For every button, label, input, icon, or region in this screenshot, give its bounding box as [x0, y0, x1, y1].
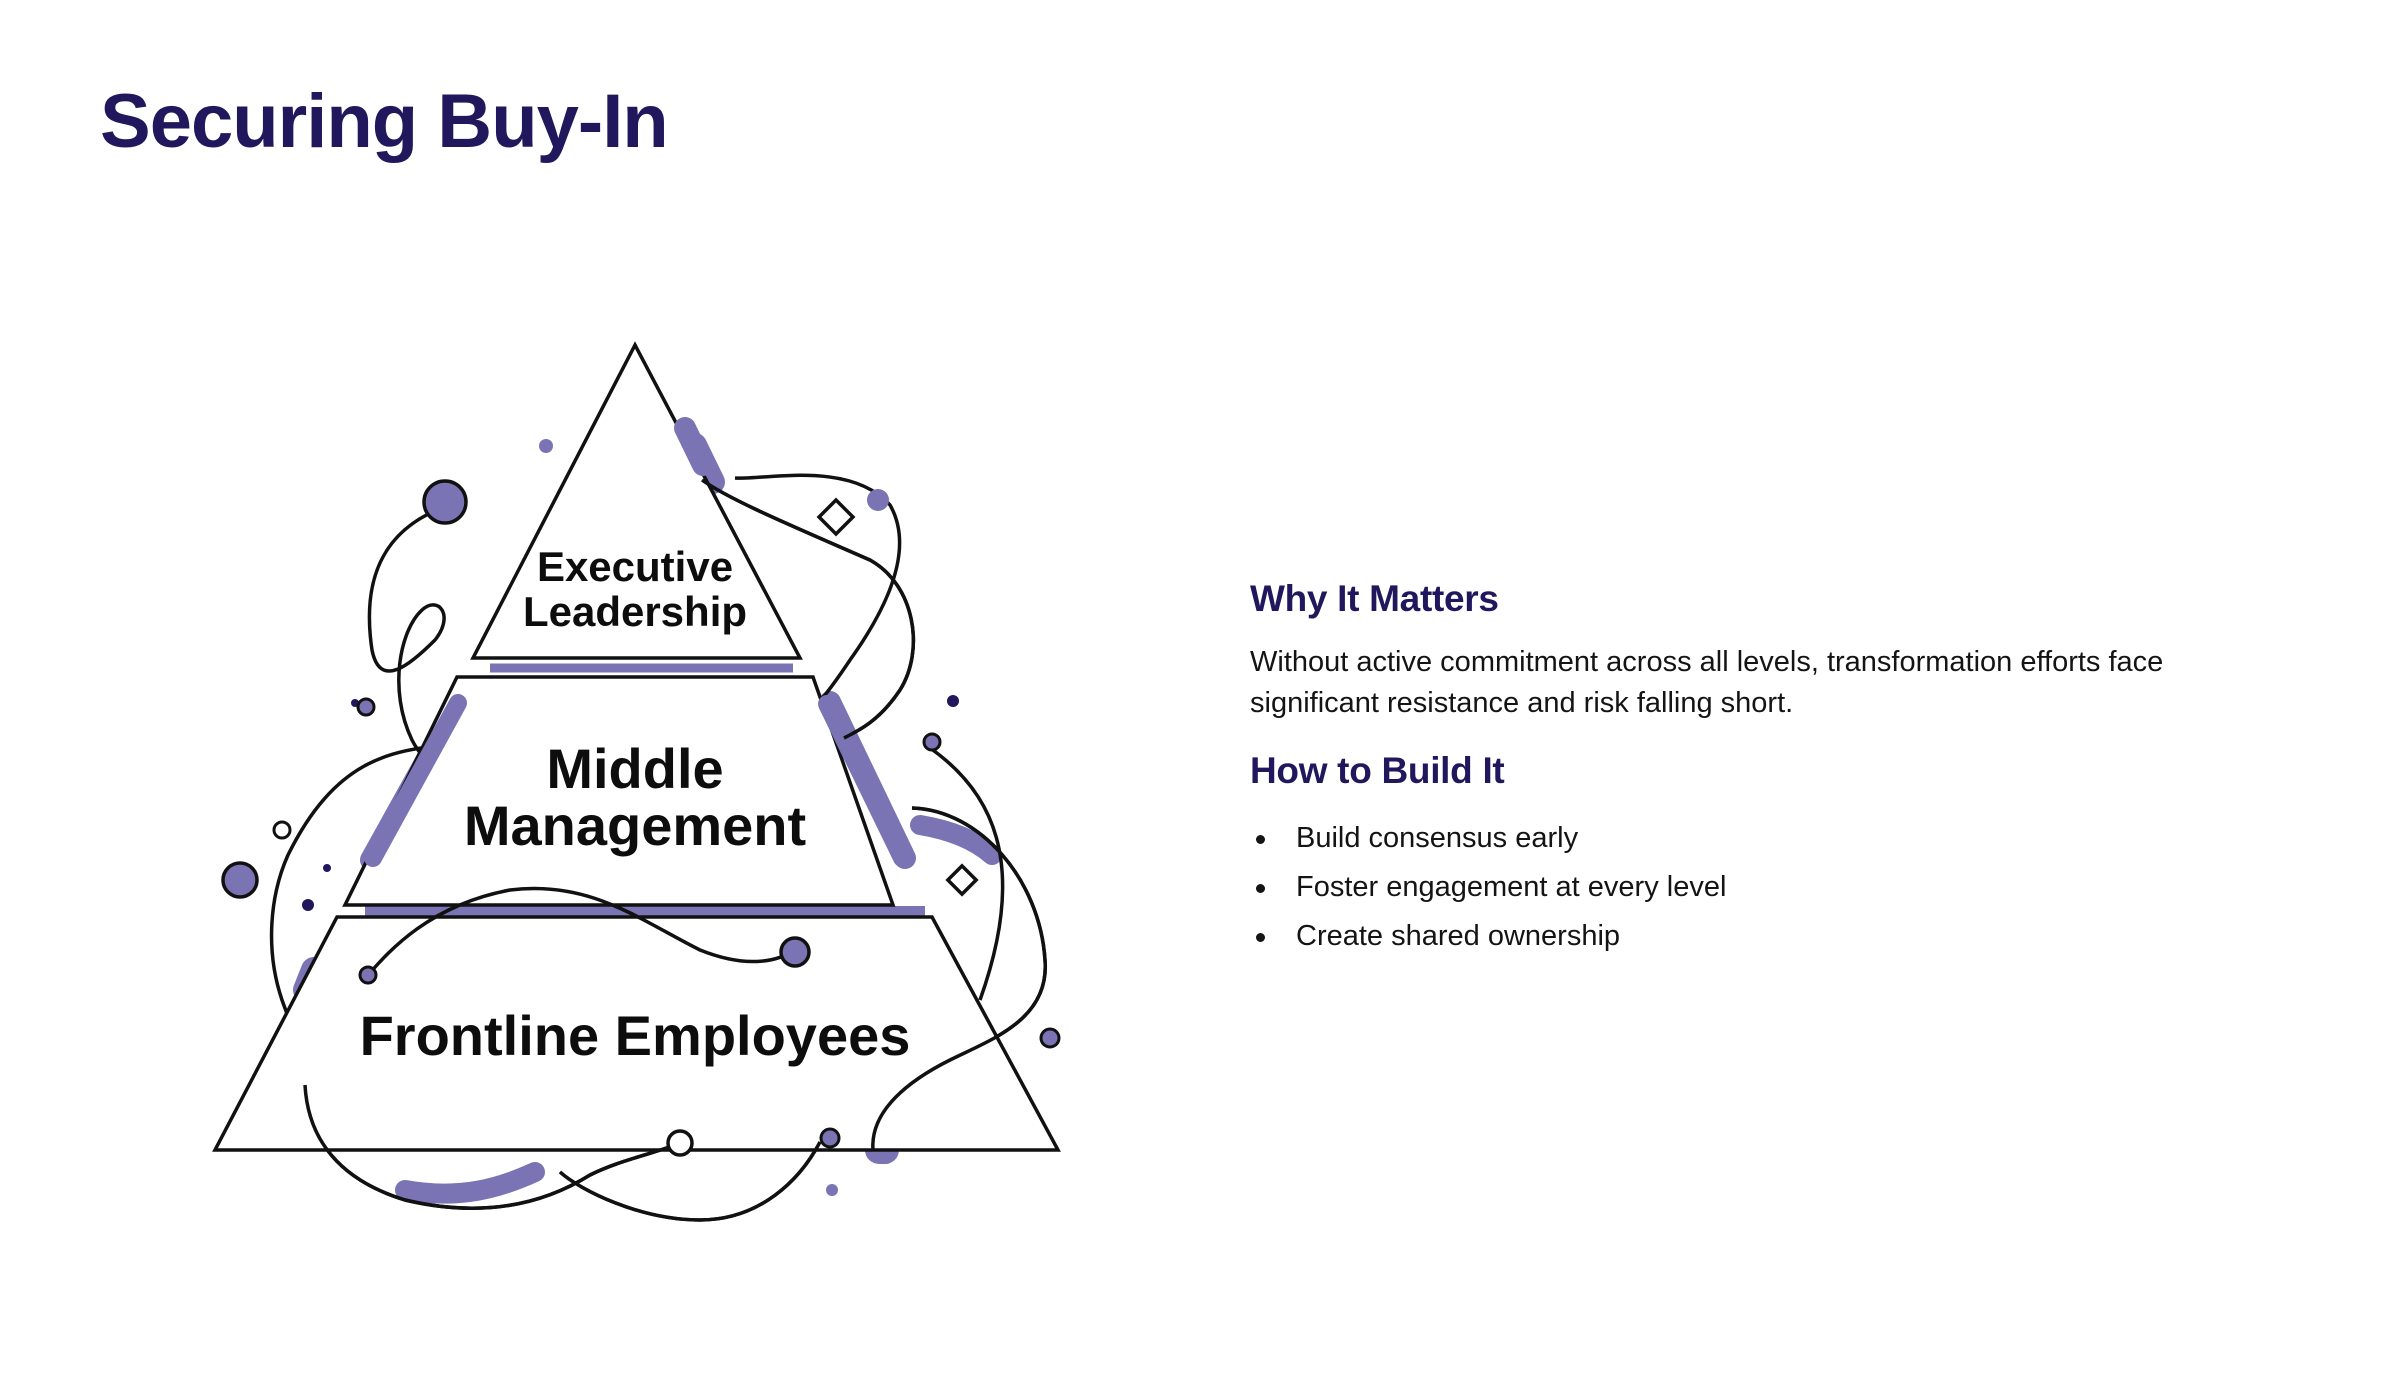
pyramid-svg: Executive Leadership Middle Management F…	[212, 341, 1061, 1222]
tier-executive-label-line2: Leadership	[523, 588, 747, 635]
list-item: Foster engagement at every level	[1250, 863, 2290, 912]
bullet-text: Foster engagement at every level	[1296, 871, 1727, 903]
bullet-icon	[1256, 933, 1265, 942]
list-item: Build consensus early	[1250, 814, 2290, 863]
why-heading: Why It Matters	[1250, 578, 1499, 619]
tier-labels: Executive Leadership Middle Management F…	[360, 543, 911, 1067]
tier-middle-label-line1: Middle	[546, 737, 723, 800]
how-bullet-list: Build consensus early Foster engagement …	[1250, 814, 2290, 961]
slide-title: Securing Buy-In	[100, 79, 669, 164]
pyramid-tiers	[212, 341, 1061, 1152]
decorative-dots	[221, 439, 1061, 1196]
text-panel: Why It Matters Without active commitment…	[1250, 578, 2290, 961]
tier-frontline-label: Frontline Employees	[360, 1004, 911, 1067]
tier-middle-label-line2: Management	[464, 794, 806, 857]
bullet-icon	[1256, 884, 1265, 893]
bullet-icon	[1256, 835, 1265, 844]
tier-executive-label-line1: Executive	[537, 543, 733, 590]
how-heading: How to Build It	[1250, 750, 1505, 791]
bullet-text: Create shared ownership	[1296, 920, 1621, 952]
why-body: Without active commitment across all lev…	[1250, 646, 2164, 719]
list-item: Create shared ownership	[1250, 912, 2290, 961]
bullet-text: Build consensus early	[1296, 822, 1579, 854]
buy-in-pyramid-diagram: Executive Leadership Middle Management F…	[190, 320, 1090, 1240]
